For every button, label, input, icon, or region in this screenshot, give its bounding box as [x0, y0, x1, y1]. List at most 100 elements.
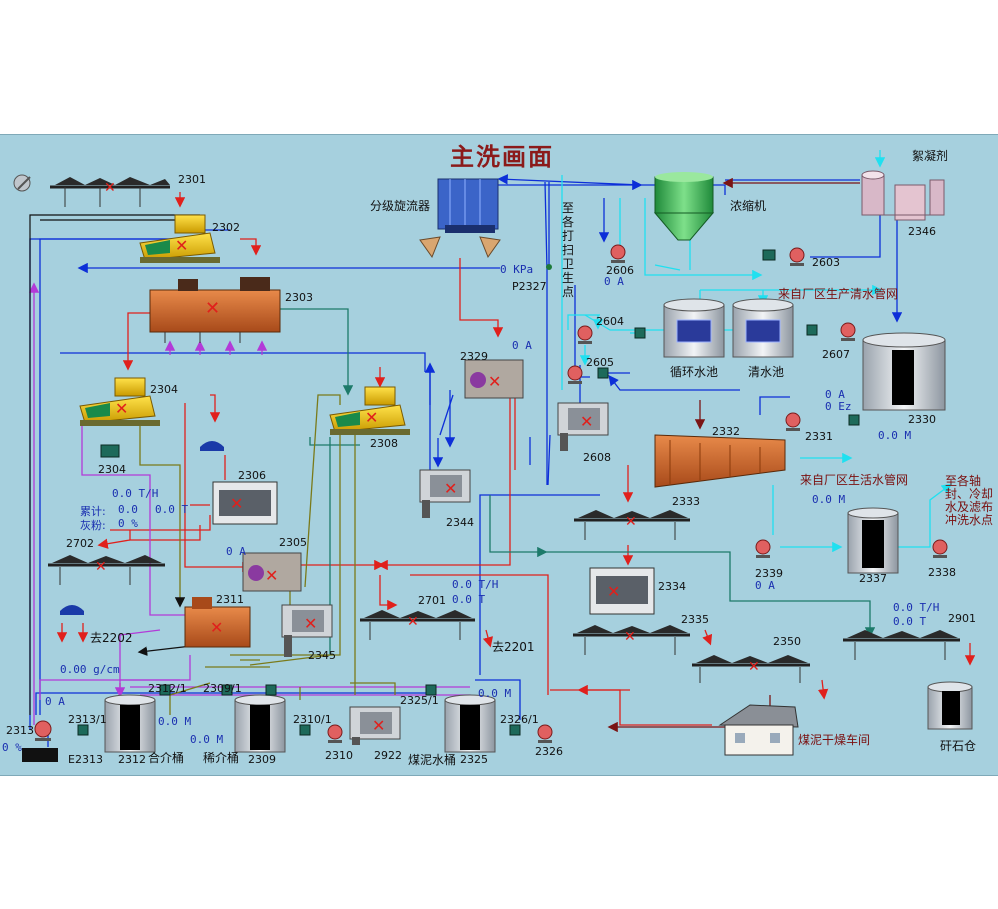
pump-2339[interactable] — [755, 539, 771, 558]
label-plant-water: 来自厂区生产清水管网 — [778, 287, 899, 301]
valve-2310-1[interactable] — [299, 724, 311, 736]
svg-text:✕: ✕ — [580, 412, 593, 431]
value-2313-percent: 0 % — [2, 741, 22, 754]
conveyor-2301[interactable]: ✕ — [50, 177, 170, 207]
pump-2331[interactable] — [785, 412, 801, 431]
value-2901-total: 0.0 T — [893, 615, 927, 628]
value-2313-current: 0 A — [45, 695, 65, 708]
conveyor-2335[interactable]: ✕ — [573, 625, 690, 655]
valve-2309-1[interactable] — [221, 684, 233, 696]
crusher-2329[interactable]: ✕ — [464, 359, 524, 399]
tag-2350: 2350 — [773, 635, 801, 648]
valve-2331[interactable] — [848, 414, 860, 426]
house-icon[interactable] — [718, 704, 799, 756]
tag-2310-1: 2310/1 — [293, 713, 332, 726]
centrifuge-2334[interactable]: ✕ — [589, 567, 655, 615]
tag-2604: 2604 — [596, 315, 624, 328]
valve-2607[interactable] — [806, 324, 818, 336]
thickener[interactable] — [653, 172, 715, 241]
value-density: 0.00 g/cm — [60, 663, 120, 676]
gangue-bin-tank[interactable] — [927, 681, 973, 730]
tag-2326: 2326 — [535, 745, 563, 758]
tag-2337: 2337 — [859, 572, 887, 585]
tag-2305: 2305 — [279, 536, 307, 549]
jig-2303[interactable]: ✕ — [149, 277, 281, 343]
screen-2308[interactable]: ✕ — [329, 386, 410, 435]
value-2331-ez: 0 Ez — [825, 400, 852, 413]
pump-2604[interactable] — [577, 325, 593, 344]
tag-2304-valve: 2304 — [98, 463, 126, 476]
pump-2605[interactable] — [567, 365, 583, 384]
spiral-classifier-2332[interactable] — [654, 434, 786, 488]
pump-2326[interactable] — [537, 724, 553, 743]
conveyor-2901[interactable] — [843, 630, 960, 660]
valve-2605[interactable] — [597, 367, 609, 379]
pump-2607[interactable] — [840, 322, 856, 341]
value-2309-level: 0.0 M — [190, 733, 224, 746]
valve-2309-1b[interactable] — [265, 684, 277, 696]
conveyor-2350[interactable]: ✕ — [692, 655, 810, 683]
clear-pool[interactable] — [732, 298, 794, 358]
filter-2344[interactable]: ✕ — [419, 469, 471, 518]
circ-pool[interactable] — [663, 298, 725, 358]
label-he-jie-tong: 合介桶 — [148, 751, 185, 765]
value-2325-level: 0.0 M — [478, 687, 512, 700]
valve-2604[interactable] — [634, 327, 646, 339]
level-gauge-icon — [60, 605, 84, 615]
tag-2329: 2329 — [460, 350, 488, 363]
crusher-2305[interactable]: ✕ — [242, 552, 302, 592]
svg-text:✕: ✕ — [372, 716, 385, 735]
filter-2922[interactable]: ✕ — [349, 706, 401, 745]
valve-2326-1[interactable] — [509, 724, 521, 736]
conveyor-2333[interactable]: ✕ — [574, 510, 690, 540]
tank-2330[interactable] — [862, 332, 946, 411]
centrifuge-2306[interactable]: ✕ — [212, 481, 278, 525]
conveyor-2702[interactable]: ✕ — [48, 555, 165, 585]
pump-2603[interactable] — [789, 247, 805, 266]
tag-2334: 2334 — [658, 580, 686, 593]
value-2901-flow: 0.0 T/H — [893, 601, 940, 614]
label-xi-jie-tong: 稀介桶 — [203, 751, 240, 765]
tank-2309[interactable] — [234, 694, 286, 753]
tag-2331: 2331 — [805, 430, 833, 443]
valve-2325-1[interactable] — [425, 684, 437, 696]
value-2606-current: 0 A — [604, 275, 624, 288]
filter-2608[interactable]: ✕ — [557, 402, 609, 451]
screen-2304[interactable]: ✕ — [79, 377, 160, 426]
valves — [77, 249, 860, 736]
tag-2330: 2330 — [908, 413, 936, 426]
tag-2306: 2306 — [238, 469, 266, 482]
valve-2603[interactable] — [762, 249, 776, 261]
conveyor-2701[interactable]: ✕ — [360, 610, 475, 640]
tank-2325[interactable] — [444, 694, 496, 753]
value-2306-total: 0.0 T — [155, 503, 189, 516]
pump-2606[interactable] — [610, 244, 626, 263]
value-2331-current: 0 A — [825, 388, 845, 401]
scada-panel: ✕ ✕ ✕ ✕ ✕ ✕ — [0, 134, 998, 776]
tag-2325-1: 2325/1 — [400, 694, 439, 707]
tag-2335: 2335 — [681, 613, 709, 626]
svg-text:✕: ✕ — [748, 659, 760, 675]
pressure-sensor-icon — [22, 748, 58, 762]
valve-2312-1[interactable] — [159, 684, 171, 696]
filter-2345[interactable]: ✕ — [281, 604, 333, 657]
pump-2310[interactable] — [327, 724, 343, 743]
wrench-icon[interactable] — [13, 174, 31, 192]
tank-2312[interactable] — [104, 694, 156, 753]
flotation-2311[interactable]: ✕ — [184, 597, 251, 648]
label-circ-pool: 循环水池 — [670, 365, 719, 379]
screen-2302[interactable]: ✕ — [139, 214, 220, 263]
flocculant-unit-2346[interactable] — [861, 170, 945, 221]
pump-2313[interactable] — [34, 720, 52, 741]
tank-2337[interactable] — [847, 507, 899, 574]
tag-2702: 2702 — [66, 537, 94, 550]
valve-2313-1[interactable] — [77, 724, 89, 736]
tag-2311: 2311 — [216, 593, 244, 606]
hydrocyclone-group[interactable] — [419, 178, 552, 270]
svg-text:✕: ✕ — [115, 399, 128, 418]
tag-2922: 2922 — [374, 749, 402, 762]
valve-2304[interactable] — [100, 444, 120, 458]
svg-text:✕: ✕ — [205, 298, 220, 319]
pump-2338[interactable] — [932, 539, 948, 558]
tag-2313: 2313 — [6, 724, 34, 737]
